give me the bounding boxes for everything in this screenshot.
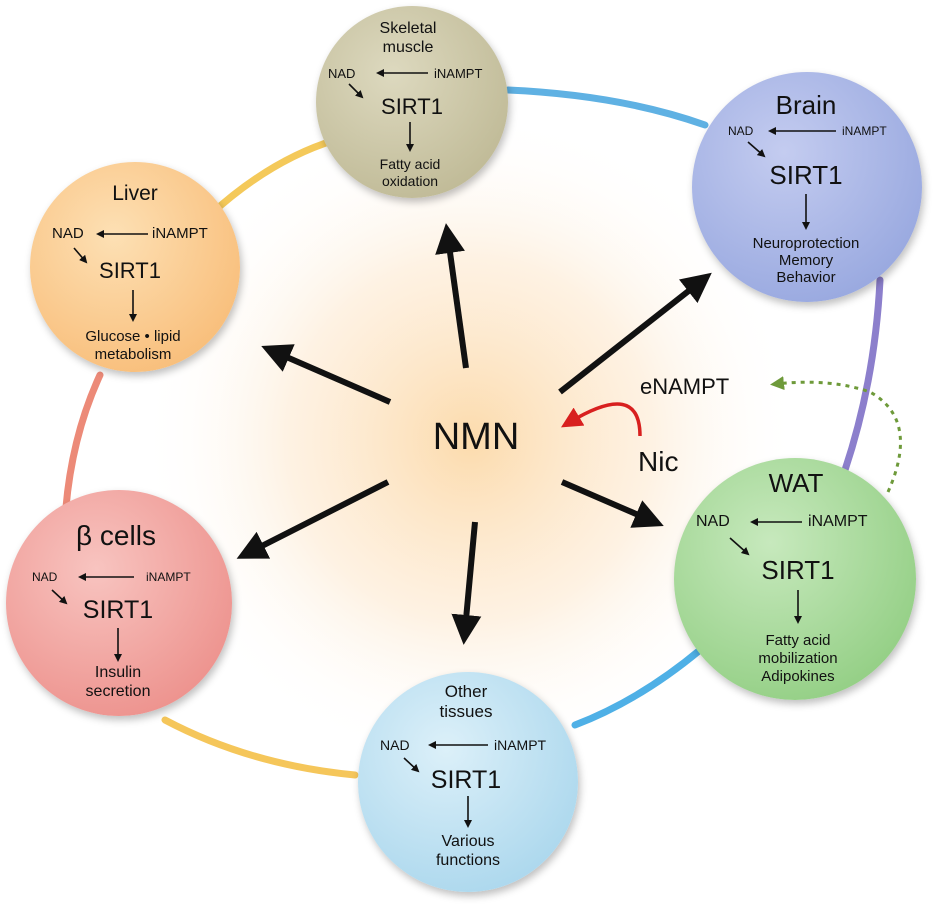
beta-inampt: iNAMPT <box>146 570 191 584</box>
nmn-label: NMN <box>432 416 520 458</box>
other-outcome-line-1: Various <box>441 833 495 850</box>
nic-to-nmn-arrow <box>560 402 642 437</box>
beta-nad: NAD <box>32 570 58 584</box>
liver-sirt1: SIRT1 <box>99 258 161 283</box>
nic-label: Nic <box>638 446 679 477</box>
muscle-sirt1: SIRT1 <box>381 94 443 119</box>
skeletal-muscle-node <box>316 6 508 198</box>
center-glow <box>140 110 800 770</box>
beta-outcome-line-1: Insulin <box>94 664 142 681</box>
arrow-to-skeletal-muscle <box>435 223 469 369</box>
muscle-outcome-line-2: oxidation <box>381 173 439 189</box>
brain-title: Brain <box>775 90 837 120</box>
other-nad: NAD <box>380 737 410 753</box>
arrow-to-liver <box>261 344 392 405</box>
wat-node <box>674 458 916 700</box>
arrow-to-wat <box>560 479 664 528</box>
brain-sirt1: SIRT1 <box>769 160 843 190</box>
brain-outcome-line-1: Neuroprotection <box>752 235 860 252</box>
brain-nad-sirt-arrow <box>747 141 766 158</box>
wat-nad-sirt-arrow <box>729 537 750 556</box>
beta-nad-sirt-arrow <box>51 589 68 605</box>
wat-outcome-line-3: Adipokines <box>761 668 835 685</box>
ring-segment-wat-other <box>571 646 704 729</box>
liver-inampt: iNAMPT <box>152 225 208 242</box>
liver-outcome-line-2: metabolism <box>94 346 172 363</box>
beta-sirt1: SIRT1 <box>82 596 154 624</box>
brain-outcome-line-2: Memory <box>778 252 834 269</box>
brain-outcome-line-3: Behavior <box>776 269 836 286</box>
ring-segment-liver-muscle <box>206 136 339 219</box>
ring-segment-other-beta <box>161 716 359 779</box>
enampt-label: eNAMPT <box>640 374 730 399</box>
ring <box>61 86 884 779</box>
ring-segment-brain-wat <box>841 276 884 474</box>
liver-node <box>30 162 240 372</box>
nmn-arrows <box>236 223 712 645</box>
muscle-title-line-2: muscle <box>382 39 434 56</box>
arrow-to-other-tissues <box>451 521 482 645</box>
muscle-nad: NAD <box>328 66 356 81</box>
liver-outcome-line-1: Glucose • lipid <box>85 328 181 345</box>
wat-to-enampt-arrow <box>770 376 902 493</box>
wat-nad: NAD <box>696 513 730 530</box>
other-title-line-2: tissues <box>439 702 493 721</box>
arrow-to-brain <box>558 272 712 395</box>
liver-nad-sirt-arrow <box>73 247 88 264</box>
ring-segment-muscle-brain <box>504 86 709 129</box>
muscle-inampt: iNAMPT <box>434 66 483 81</box>
liver-title: Liver <box>112 182 158 205</box>
muscle-nad-sirt-arrow <box>348 83 364 99</box>
other-nad-sirt-arrow <box>403 757 420 773</box>
beta-outcome-line-2: secretion <box>85 683 151 700</box>
wat-title: WAT <box>768 468 824 498</box>
brain-node <box>692 72 922 302</box>
other-inampt: iNAMPT <box>494 737 547 753</box>
brain-nad: NAD <box>728 124 754 138</box>
arrow-to-beta-cells <box>236 479 390 559</box>
muscle-title-line-1: Skeletal <box>379 20 437 37</box>
wat-sirt1: SIRT1 <box>761 555 835 585</box>
beta-cells-node <box>6 490 232 716</box>
wat-outcome-line-2: mobilization <box>758 650 838 667</box>
other-tissues-node <box>358 672 578 892</box>
wat-outcome-line-1: Fatty acid <box>765 632 831 649</box>
beta-cells-title: β cells <box>76 520 156 551</box>
muscle-outcome-line-1: Fatty acid <box>379 156 441 172</box>
wat-inampt: iNAMPT <box>808 513 868 530</box>
brain-inampt: iNAMPT <box>842 124 887 138</box>
other-sirt1: SIRT1 <box>430 766 502 794</box>
other-outcome-line-2: functions <box>435 852 501 869</box>
liver-nad: NAD <box>52 225 84 242</box>
other-title-line-1: Other <box>444 682 488 701</box>
